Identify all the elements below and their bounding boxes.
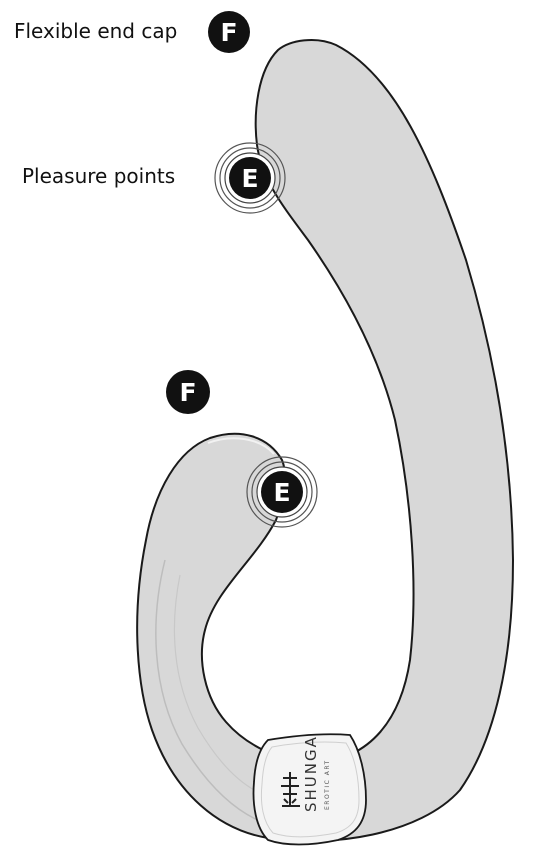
marker-f-top: F: [208, 11, 250, 53]
flexible-end-cap-label: Flexible end cap: [14, 19, 178, 43]
marker-f-bottom: F: [166, 370, 210, 414]
logo-tagline-text: EROTIC ART: [324, 759, 331, 810]
logo-glyph-icon: [281, 772, 300, 807]
inner-contour-line: [155, 559, 263, 823]
product-body: [136, 38, 515, 843]
outer-highlight-line: [207, 437, 275, 455]
logo-brand-text: SHUNGA: [302, 735, 320, 812]
inner-contour-line: [173, 574, 259, 793]
pleasure-points-label: Pleasure points: [22, 164, 176, 188]
marker-e-top: E: [214, 142, 286, 214]
shunga-logo-plate: SHUNGA EROTIC ART: [252, 733, 367, 846]
marker-e-bottom-letter: E: [273, 478, 290, 507]
marker-e-top-letter: E: [241, 164, 258, 193]
marker-e-bottom: E: [246, 456, 318, 528]
marker-f-bottom-letter: F: [179, 378, 196, 407]
marker-f-top-letter: F: [220, 18, 237, 47]
